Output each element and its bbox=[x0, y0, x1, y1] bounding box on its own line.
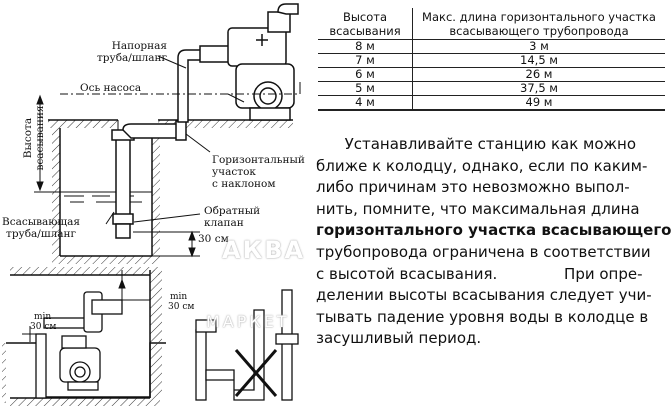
min-30cm-left: 30 см bbox=[30, 322, 57, 332]
pressure-pipe-label: Напорная труба/шланг bbox=[97, 40, 168, 64]
table-cell-height: 4 м bbox=[318, 95, 413, 111]
paragraph-line: с высотой всасывания. При опре- bbox=[316, 264, 643, 283]
water-level bbox=[60, 191, 152, 203]
table-cell-length: 37,5 м bbox=[412, 81, 665, 96]
pump-unit bbox=[199, 3, 299, 121]
suction-height-dimension bbox=[34, 94, 60, 193]
paragraph-line: засушливый период. bbox=[316, 329, 482, 348]
table-cell-height: 5 м bbox=[318, 81, 413, 96]
paragraph-line: тывать падение уровня воды в колодце в bbox=[316, 307, 649, 326]
paragraph-line: делении высоты всасывания следует учи- bbox=[316, 286, 652, 305]
table-row: 4 м 49 м bbox=[318, 95, 665, 111]
paragraph-line: нить, помните, что максимальная длина bbox=[316, 199, 640, 218]
valve-clearance-dimension bbox=[133, 230, 200, 258]
table-cell-length: 14,5 м bbox=[412, 53, 665, 68]
table-cell-height: 7 м bbox=[318, 53, 413, 68]
table-row: 6 м 26 м bbox=[318, 67, 665, 82]
table-row: 8 м 3 м bbox=[318, 39, 665, 54]
paragraph-line: Устанавливайте станцию как можно bbox=[316, 135, 637, 153]
table-cell-length: 3 м bbox=[412, 39, 665, 54]
table-cell-length: 49 м bbox=[412, 95, 665, 111]
suction-pipe-label: Всасывающая труба/шланг bbox=[2, 216, 81, 240]
min-label-left: min bbox=[34, 312, 52, 322]
watermark-sub: МАРКЕТ bbox=[206, 312, 290, 331]
table-row: 7 м 14,5 м bbox=[318, 53, 665, 68]
header-max-length: Макс. длина горизонтального участка всас… bbox=[412, 8, 665, 40]
table-header-row: Высота всасывания Макс. длина горизонтал… bbox=[318, 8, 665, 40]
paragraph-line: либо причинам это невозможно выпол- bbox=[316, 178, 630, 197]
horizontal-section-label: Горизонтальный участок с наклоном bbox=[212, 154, 305, 190]
table-cell-height: 8 м bbox=[318, 39, 413, 54]
suction-length-table: Высота всасывания Макс. длина горизонтал… bbox=[318, 8, 665, 111]
check-valve-label: Обратный клапан bbox=[204, 205, 261, 229]
watermark-brand: АКВА bbox=[222, 236, 306, 264]
paragraph-line-bold: горизонтального участка всасывающего bbox=[316, 221, 672, 240]
suction-pipe bbox=[111, 49, 215, 239]
clearance-30cm-label: 30 см bbox=[198, 233, 229, 245]
pit-installation bbox=[2, 267, 166, 406]
paragraph-line: ближе к колодцу, однако, если по каким- bbox=[316, 156, 648, 175]
min-30cm-right: 30 см bbox=[168, 302, 195, 312]
leader-lines bbox=[105, 55, 245, 225]
paragraph-line: трубопровода ограничена в соответствии bbox=[316, 242, 651, 261]
incorrect-routing bbox=[195, 289, 299, 401]
pump-axis-label: Ось насоса bbox=[80, 82, 142, 94]
min-label-right: min bbox=[170, 292, 188, 302]
suction-height-label: Высота всасывания bbox=[22, 105, 46, 171]
table-row: 5 м 37,5 м bbox=[318, 81, 665, 96]
table-cell-height: 6 м bbox=[318, 67, 413, 82]
header-suction-height: Высота всасывания bbox=[318, 8, 413, 40]
table-cell-length: 26 м bbox=[412, 67, 665, 82]
installation-instructions: Устанавливайте станцию как можно ближе к… bbox=[316, 134, 672, 350]
